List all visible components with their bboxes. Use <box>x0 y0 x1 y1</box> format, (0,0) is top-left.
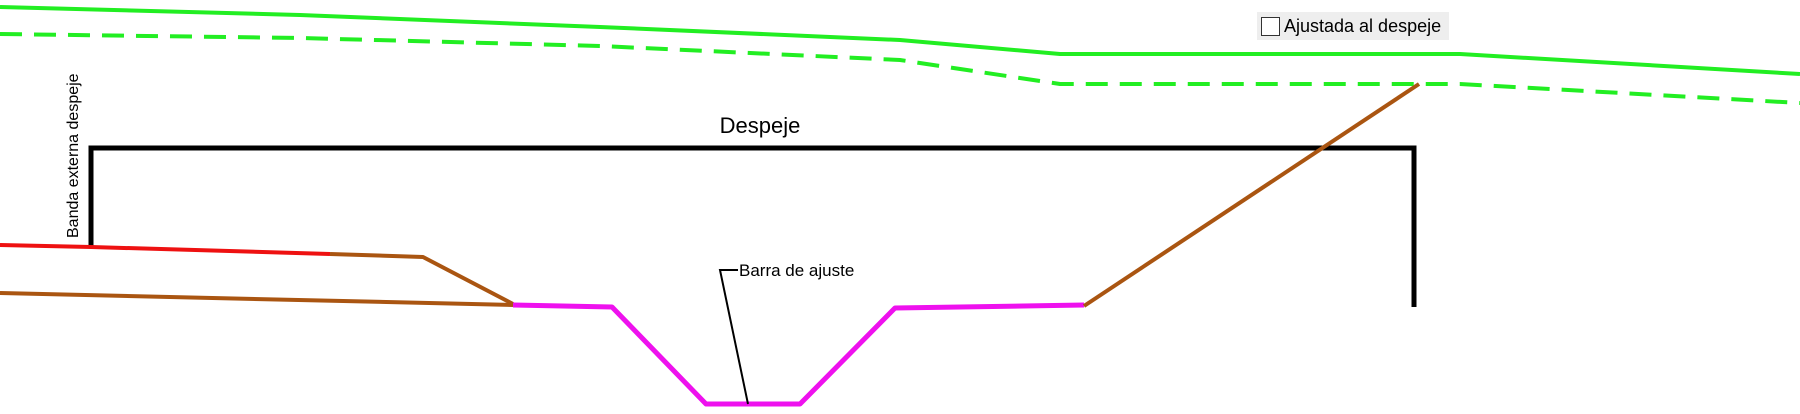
terrain-solid-line <box>0 5 1800 76</box>
talud-right <box>1082 82 1421 308</box>
banda-externa-line <box>0 243 331 256</box>
barra-ajuste-label: Barra de ajuste <box>739 261 854 280</box>
talud-left-upper <box>329 252 514 306</box>
talud-left-lower <box>0 291 514 307</box>
despeje-label: Despeje <box>720 113 801 138</box>
checkbox-box-icon[interactable] <box>1261 16 1280 36</box>
terrain-dashed-line <box>0 32 1800 105</box>
ajustada-despeje-checkbox[interactable]: Ajustada al despeje <box>1257 12 1450 40</box>
banda-externa-label: Banda externa despeje <box>65 73 82 238</box>
subrasante-line <box>512 302 1085 407</box>
checkbox-label: Ajustada al despeje <box>1284 15 1442 36</box>
despeje-bracket <box>88 145 1417 307</box>
barra-ajuste-leader <box>718 269 749 405</box>
